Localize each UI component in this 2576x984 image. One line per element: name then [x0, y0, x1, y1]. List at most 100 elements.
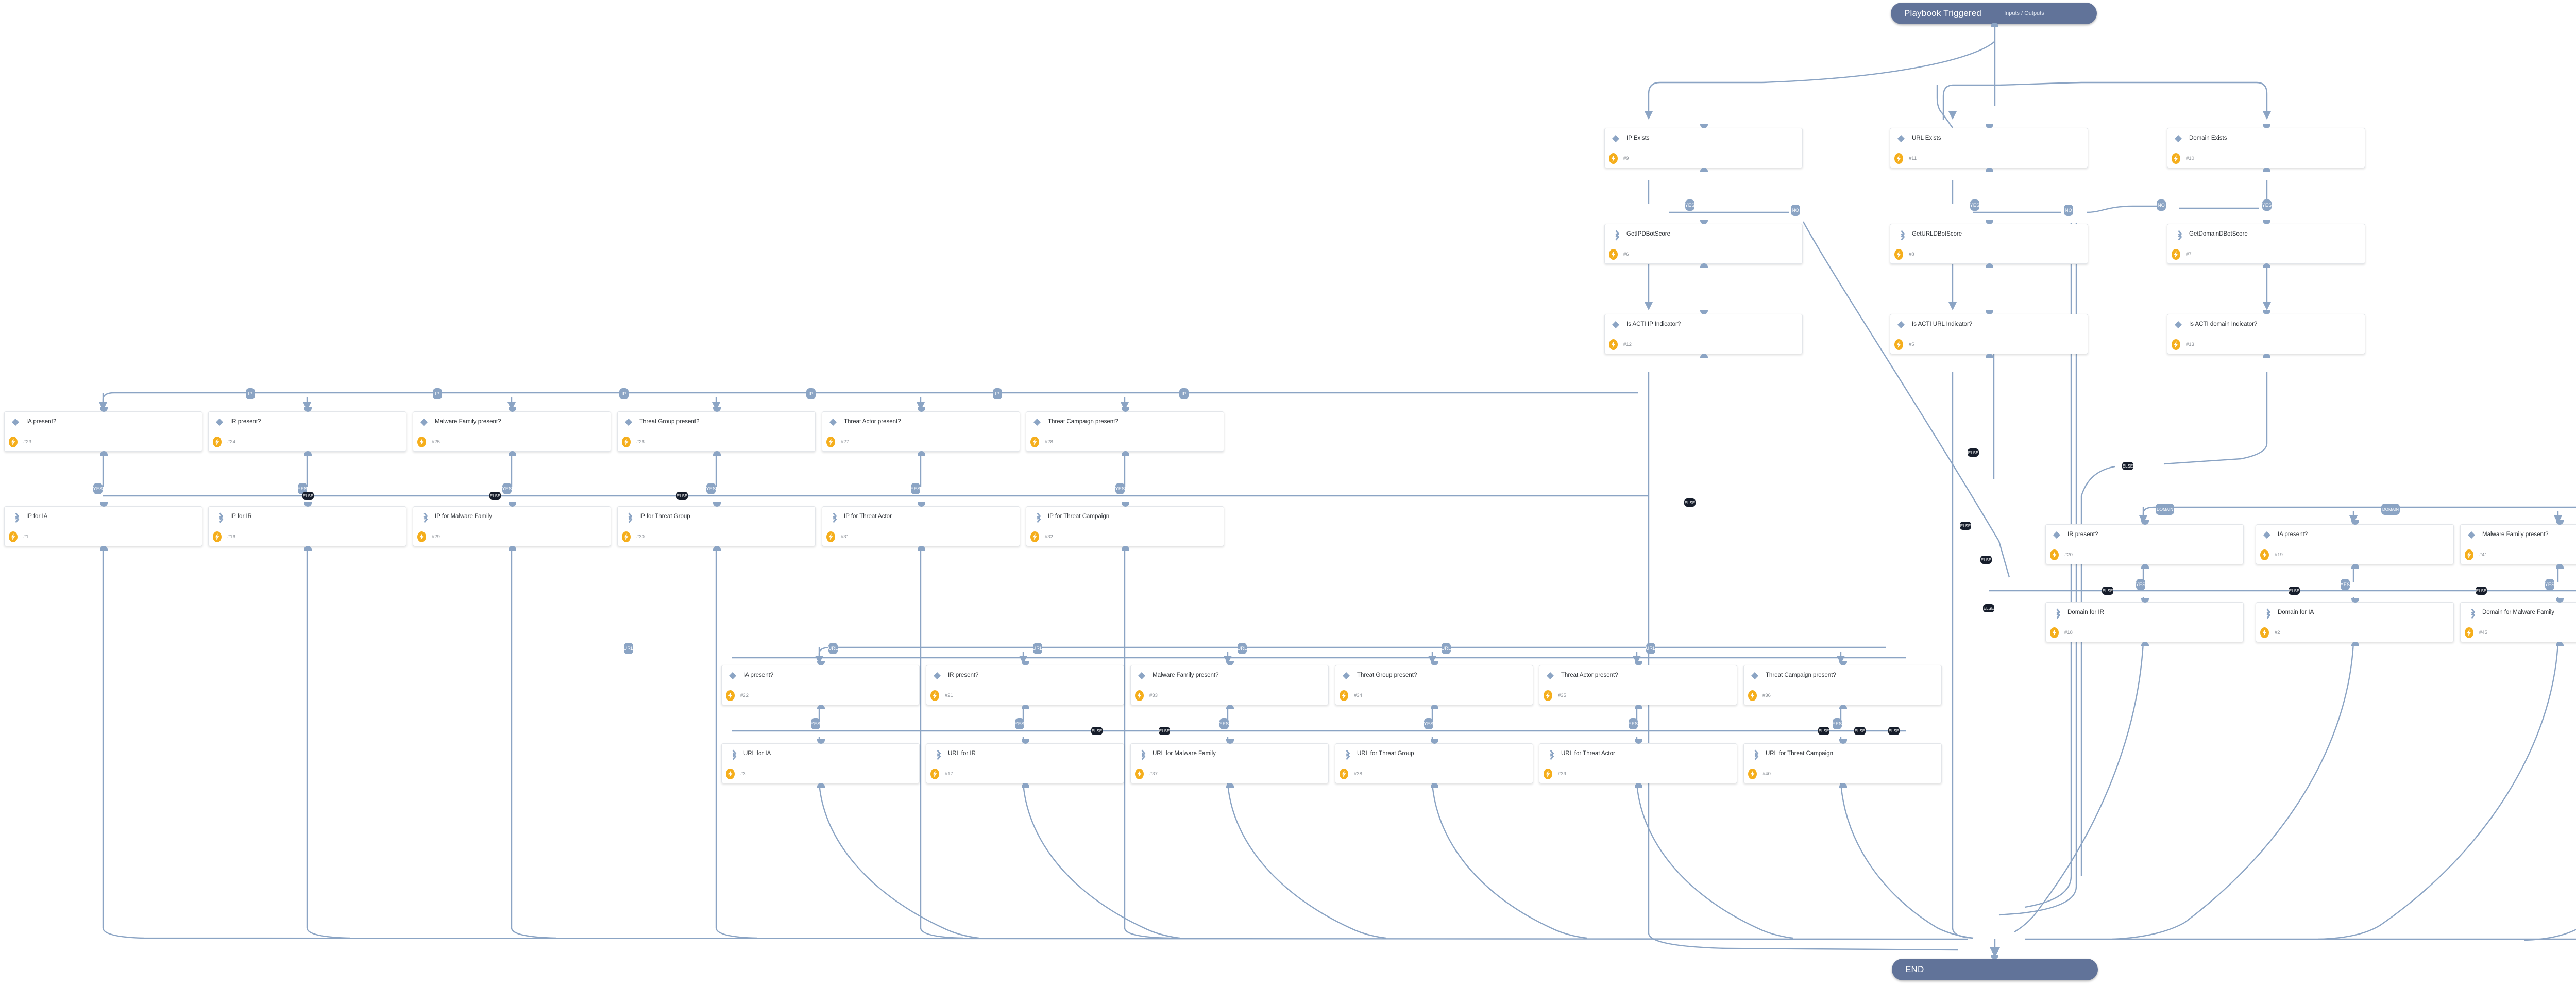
task-output-port	[2141, 642, 2149, 646]
task-card[interactable]: GetDomainDBotScore#7	[2167, 224, 2365, 264]
task-title: Threat Group present?	[1357, 672, 1417, 679]
task-card[interactable]: IR present?#24	[208, 411, 406, 452]
task-card[interactable]: Is ACTI domain Indicator?#13	[2167, 314, 2365, 354]
edge-label-else[interactable]: ELSE	[2476, 587, 2487, 595]
edge-label-url[interactable]: URL	[1442, 643, 1451, 654]
edge-label-yes[interactable]: YES	[911, 483, 920, 494]
edge-label-domain[interactable]: DOMAIN	[2156, 504, 2174, 515]
edge-label-else[interactable]: ELSE	[1854, 727, 1866, 735]
edge-label-else[interactable]: ELSE	[1960, 522, 1971, 530]
task-card[interactable]: IP Exists#9	[1604, 128, 1803, 168]
edge-label-ip[interactable]: IP	[433, 388, 442, 399]
task-card[interactable]: IP for Threat Group#30	[617, 506, 816, 546]
task-card[interactable]: Threat Actor present?#27	[822, 411, 1020, 452]
edge-label-ip[interactable]: IP	[619, 388, 629, 399]
task-card[interactable]: Threat Campaign present?#36	[1743, 665, 1942, 705]
edge-label-else[interactable]: ELSE	[676, 492, 688, 500]
task-card[interactable]: Threat Group present?#34	[1335, 665, 1533, 705]
task-card[interactable]: Malware Family present?#33	[1130, 665, 1329, 705]
edge-label-yes[interactable]: YES	[1424, 718, 1433, 729]
edge-label-yes[interactable]: YES	[93, 483, 103, 494]
edge-label-no[interactable]: NO	[2157, 199, 2166, 211]
edge-label-else[interactable]: ELSE	[2289, 587, 2300, 595]
edge-label-yes[interactable]: YES	[298, 483, 307, 494]
task-card[interactable]: IA present?#22	[721, 665, 920, 705]
task-card[interactable]: URL for Threat Campaign#40	[1743, 743, 1942, 783]
task-card[interactable]: IP for Threat Actor#31	[822, 506, 1020, 546]
task-card[interactable]: GetURLDBotScore#8	[1890, 224, 2088, 264]
task-card[interactable]: IR present?#20	[2045, 524, 2244, 564]
edge-label-yes[interactable]: YES	[1685, 199, 1694, 211]
edge-label-yes[interactable]: YES	[1115, 483, 1125, 494]
edge-label-else[interactable]: ELSE	[489, 492, 501, 500]
edge-label-else[interactable]: ELSE	[1983, 604, 1994, 612]
edge-label-else[interactable]: ELSE	[302, 492, 314, 500]
edge-label-ip[interactable]: IP	[993, 388, 1002, 399]
edge-label-url[interactable]: URL	[624, 643, 633, 654]
edge-label-else[interactable]: ELSE	[1980, 556, 1992, 564]
edge-label-else[interactable]: ELSE	[2122, 462, 2133, 470]
task-card[interactable]: IP for IA#1	[4, 506, 202, 546]
edge-label-no[interactable]: NO	[1791, 205, 1800, 216]
task-card[interactable]: Domain Exists#10	[2167, 128, 2365, 168]
task-card[interactable]: IR present?#21	[926, 665, 1124, 705]
edge-label-yes[interactable]: YES	[1015, 718, 1024, 729]
edge-label-yes[interactable]: YES	[502, 483, 512, 494]
task-card[interactable]: URL for Threat Group#38	[1335, 743, 1533, 783]
edge-label-else[interactable]: ELSE	[1888, 727, 1900, 735]
task-card[interactable]: URL for IA#3	[721, 743, 920, 783]
edge-label-yes[interactable]: YES	[1629, 718, 1638, 729]
task-card[interactable]: IA present?#19	[2256, 524, 2454, 564]
edge-label-yes[interactable]: YES	[2341, 579, 2350, 590]
edge-label-yes[interactable]: YES	[2262, 199, 2272, 211]
edge-label-yes[interactable]: YES	[2136, 579, 2145, 590]
task-card[interactable]: Malware Family present?#25	[413, 411, 611, 452]
edge-label-ip[interactable]: IP	[806, 388, 816, 399]
edge-label-yes[interactable]: YES	[811, 718, 820, 729]
task-card[interactable]: GetIPDBotScore#6	[1604, 224, 1803, 264]
edge-label-yes[interactable]: YES	[1970, 199, 1979, 211]
task-card[interactable]: URL for Threat Actor#39	[1539, 743, 1737, 783]
task-card[interactable]: Domain for IA#2	[2256, 602, 2454, 642]
end-node[interactable]: END	[1892, 959, 2098, 980]
start-node[interactable]: Playbook Triggered Inputs / Outputs	[1891, 3, 2097, 24]
edge-label-else[interactable]: ELSE	[1818, 727, 1829, 735]
task-card[interactable]: IP for Malware Family#29	[413, 506, 611, 546]
task-card[interactable]: IA present?#23	[4, 411, 202, 452]
task-card[interactable]: IP for IR#16	[208, 506, 406, 546]
task-card[interactable]: URL Exists#11	[1890, 128, 2088, 168]
task-card[interactable]: Threat Group present?#26	[617, 411, 816, 452]
edge-label-yes[interactable]: YES	[706, 483, 716, 494]
edge-label-ip[interactable]: IP	[1179, 388, 1189, 399]
edge-label-else[interactable]: ELSE	[1968, 448, 1979, 457]
task-card[interactable]: Domain for Malware Family#45	[2460, 602, 2576, 642]
task-card[interactable]: Threat Campaign present?#28	[1026, 411, 1224, 452]
task-card[interactable]: Threat Actor present?#35	[1539, 665, 1737, 705]
edge-label-url[interactable]: URL	[1238, 643, 1247, 654]
action-chevron-icon	[1897, 231, 1905, 239]
task-output-port	[2555, 564, 2564, 569]
task-card[interactable]: Domain for IR#18	[2045, 602, 2244, 642]
task-input-port	[2351, 598, 2359, 603]
edge-label-url[interactable]: URL	[828, 643, 838, 654]
edge-label-yes[interactable]: YES	[1833, 718, 1842, 729]
task-card[interactable]: URL for Malware Family#37	[1130, 743, 1329, 783]
edge-label-url[interactable]: URL	[1033, 643, 1042, 654]
task-card[interactable]: Is ACTI IP Indicator?#12	[1604, 314, 1803, 354]
edge-label-else[interactable]: ELSE	[1159, 727, 1170, 735]
task-card[interactable]: Is ACTI URL Indicator?#5	[1890, 314, 2088, 354]
edge-label-else[interactable]: ELSE	[1684, 498, 1696, 507]
task-card[interactable]: IP for Threat Campaign#32	[1026, 506, 1224, 546]
edge-label-else[interactable]: ELSE	[2102, 587, 2113, 595]
task-card[interactable]: URL for IR#17	[926, 743, 1124, 783]
edge-label-url[interactable]: URL	[1646, 643, 1655, 654]
edge-label-else[interactable]: ELSE	[1091, 727, 1103, 735]
edge-label-yes[interactable]: YES	[2545, 579, 2554, 590]
task-card[interactable]: Malware Family present?#41	[2460, 524, 2576, 564]
edge-label-domain[interactable]: DOMAIN	[2381, 504, 2400, 515]
edge-label-no[interactable]: NO	[2064, 205, 2073, 216]
automation-bolt-icon	[826, 531, 835, 542]
edge-label-ip[interactable]: IP	[246, 388, 255, 399]
edge-label-yes[interactable]: YES	[1219, 718, 1229, 729]
